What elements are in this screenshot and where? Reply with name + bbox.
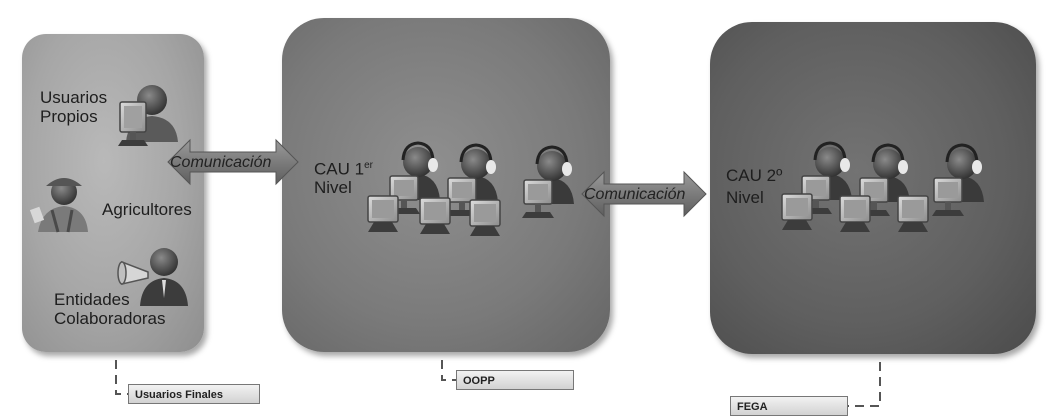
cau2-subtitle: Nivel (726, 188, 764, 207)
user-at-computer-icon (118, 85, 178, 146)
fega-tag: FEGA (730, 396, 848, 416)
oopp-tag: OOPP (456, 370, 574, 390)
computer-monitor-icon (469, 199, 501, 236)
cau1-agents (367, 141, 576, 236)
computer-monitor-icon (781, 193, 813, 230)
cau1-title-text: CAU 1 (314, 159, 365, 179)
users-tag-connector (115, 360, 128, 395)
computer-monitor-icon (367, 195, 399, 232)
cau2-title: CAU 2º (726, 166, 783, 185)
computer-monitor-icon (897, 195, 929, 232)
cau2-agents (781, 141, 986, 232)
cau1-title: CAU 1er (314, 156, 373, 179)
users-label-line1: Usuarios (40, 88, 108, 107)
computer-monitor-icon (839, 195, 871, 232)
cau1-title-sup: er (364, 160, 373, 171)
oopp-tag-connector (441, 360, 456, 381)
users-finales-tag: Usuarios Finales (128, 384, 260, 404)
fega-tag-connector (848, 362, 881, 407)
farmers-label: Agricultores (102, 200, 192, 219)
right-arrow-label: Comunicación (584, 186, 686, 203)
businessman-megaphone-icon (117, 248, 188, 306)
entities-label-line2: Colaboradoras (54, 309, 166, 328)
left-communication-arrow (167, 138, 299, 186)
left-arrow-label: Comunicación (170, 154, 272, 171)
right-communication-arrow (581, 170, 707, 218)
entities-label-line1: Entidades (54, 290, 130, 309)
call-agent-icon (930, 143, 986, 218)
computer-monitor-icon (419, 197, 451, 234)
farmer-icon (29, 178, 88, 233)
call-agent-icon (520, 145, 576, 220)
users-label-line2: Propios (40, 107, 98, 126)
cau1-subtitle: Nivel (314, 178, 352, 197)
